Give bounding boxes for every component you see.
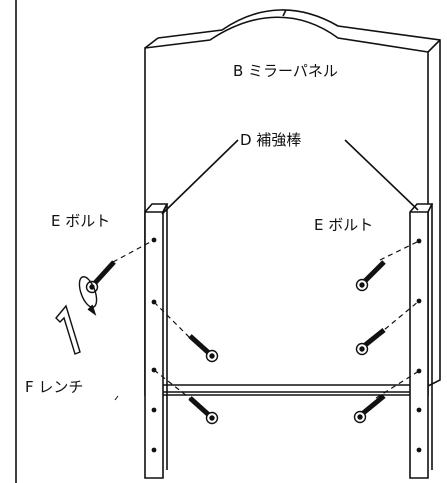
hole: [416, 407, 422, 413]
guide-line: [379, 240, 420, 261]
panel-edge: [427, 39, 441, 53]
bolt-icon: [353, 394, 386, 424]
bolt-icon: [355, 260, 386, 292]
hole: [151, 447, 157, 453]
hole: [151, 299, 157, 305]
hole: [416, 238, 422, 244]
leader-line: [161, 139, 239, 215]
hole: [416, 368, 422, 374]
bolt-label-right: E ボルト: [313, 216, 375, 234]
bolt-label-left: E ボルト: [50, 212, 112, 230]
bolt-icon: [355, 328, 386, 356]
stray-mark: [114, 395, 119, 401]
mirror-panel-front: [144, 16, 429, 396]
wrench-label: F レンチ: [24, 378, 85, 396]
bolt-icon: [188, 334, 219, 363]
reinforcement-bar-label: D 補強棒: [239, 131, 303, 149]
left-leg: [144, 203, 169, 479]
hole: [416, 298, 422, 304]
panel-crack-mark: [282, 9, 287, 17]
bolt-icon: [85, 260, 116, 294]
rotation-arrow-icon: [78, 276, 98, 316]
hole: [151, 237, 157, 243]
right-leg: [409, 203, 434, 479]
guide-line: [153, 369, 193, 401]
leader-line: [344, 139, 419, 211]
hex-wrench-icon: [55, 304, 81, 355]
hole: [151, 407, 157, 413]
mirror-panel-label: B ミラーパネル: [232, 62, 339, 80]
bolt-icon: [188, 396, 219, 425]
mirror-panel-back: [157, 9, 441, 387]
hole: [416, 447, 422, 453]
guide-line: [112, 239, 155, 263]
panel-edge: [144, 37, 159, 49]
hole: [151, 367, 157, 373]
